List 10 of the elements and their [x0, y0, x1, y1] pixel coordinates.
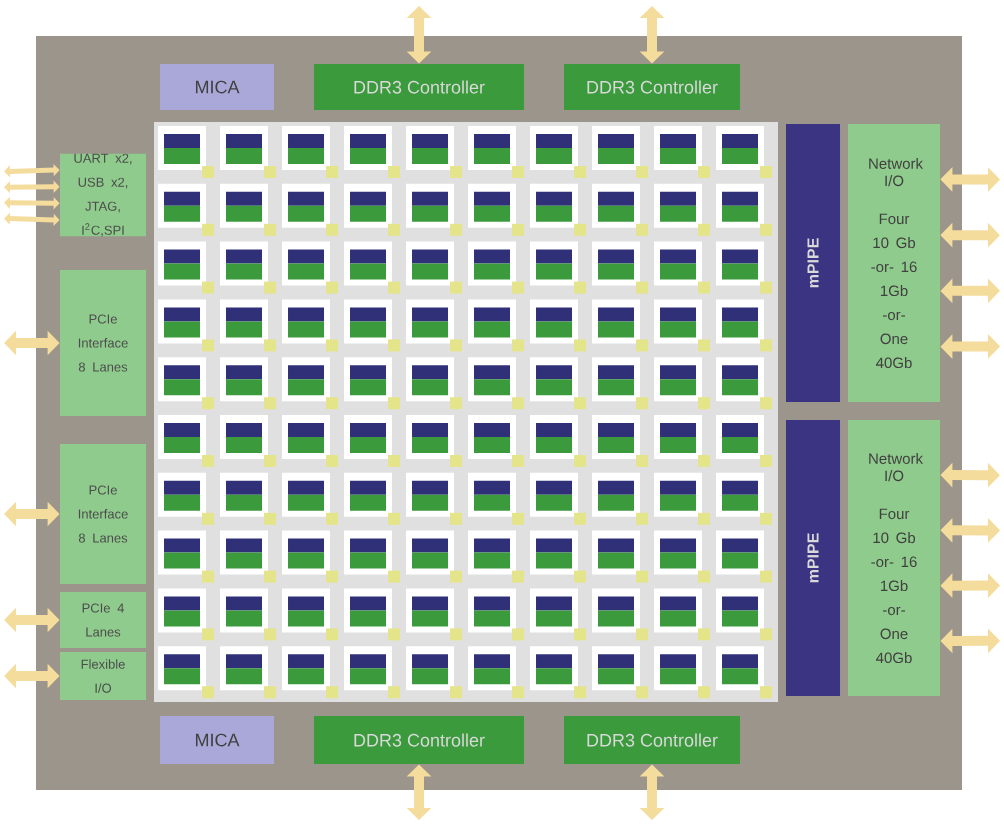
packet-engine-bar: mPIPE — [786, 124, 840, 402]
controller-box: DDR3 Controller — [564, 716, 740, 764]
controller-box: DDR3 Controller — [314, 716, 524, 764]
memory-block: MICA — [160, 64, 274, 110]
controller-box: DDR3 Controller — [564, 64, 740, 110]
io-arrow — [4, 180, 60, 194]
io-arrow — [4, 163, 60, 178]
packet-engine-bar: mPIPE — [786, 420, 840, 696]
controller-box: DDR3 Controller — [314, 64, 524, 110]
memory-block: MICA — [160, 716, 274, 764]
